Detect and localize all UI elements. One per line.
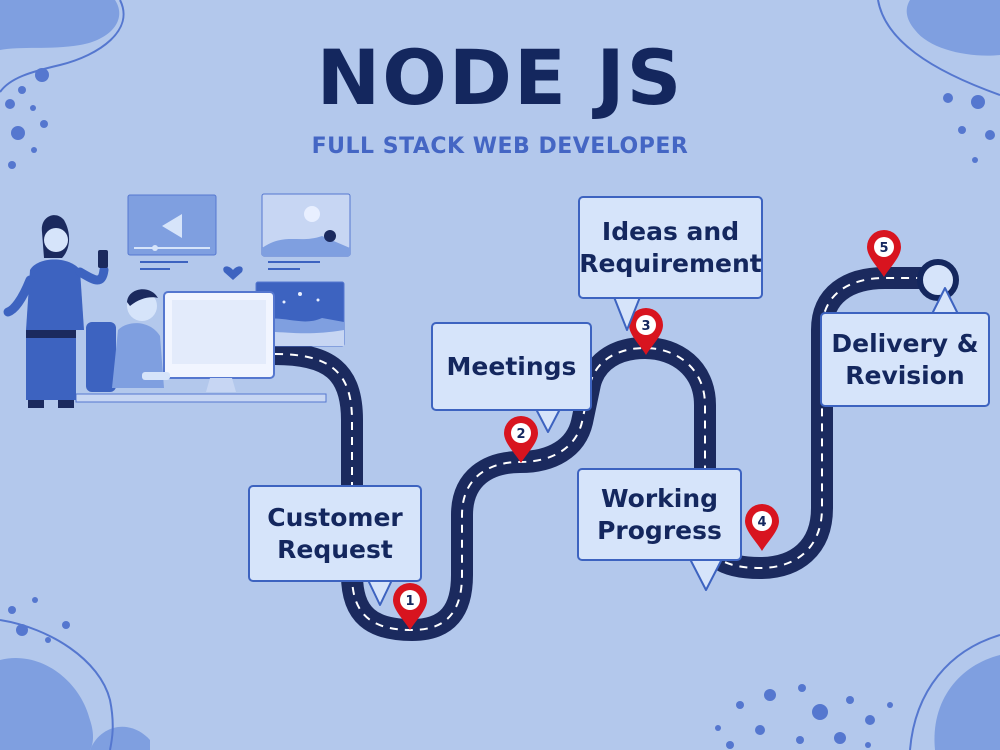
top-right-curve [877, 0, 1000, 96]
page-subtitle: FULL STACK WEB DEVELOPER [311, 134, 689, 159]
step-bubble-delivery-and-revision: Delivery & Revision [820, 312, 990, 407]
road-end-marker [917, 259, 959, 301]
step-4-line-2: Progress [597, 515, 722, 545]
location-pin-5: 5 [867, 230, 901, 277]
pin-number-1: 1 [405, 594, 414, 609]
tail-customer-request [367, 579, 393, 606]
step-2-line-1: Meetings [446, 351, 577, 381]
step-5-line-2: Revision [845, 360, 965, 390]
step-4-line-1: Working [600, 484, 719, 514]
seated-developer [86, 289, 170, 392]
step-bubble-customer-request: Customer Request [248, 485, 422, 582]
bottom-right-blob [934, 655, 1000, 750]
bottom-left-blob-2 [90, 726, 150, 750]
location-pin-4: 4 [745, 504, 779, 551]
developer-illustration [3, 193, 351, 408]
pin-number-2: 2 [516, 427, 525, 442]
step-3-line-2: Requirement [579, 248, 762, 278]
desk [75, 393, 327, 403]
step-bubble-working-progress: Working Progress [577, 468, 742, 561]
tail-ideas [613, 296, 641, 331]
page-title: NODE JS [316, 33, 684, 122]
location-pin-3: 3 [629, 308, 663, 355]
top-left-blob [0, 0, 120, 50]
computer-monitor [163, 291, 275, 392]
step-bubble-ideas-and-requirement: Ideas and Requirement [578, 196, 763, 299]
step-5-line-1: Delivery & [831, 329, 979, 359]
tail-working-progress [689, 558, 723, 591]
bottom-right-curve [909, 634, 1000, 750]
standing-woman [3, 215, 109, 408]
bottom-left-blob [0, 658, 94, 750]
location-pin-1: 1 [393, 583, 427, 630]
pin-number-3: 3 [641, 319, 650, 334]
bubble-tails [367, 287, 959, 606]
video-card [127, 194, 217, 270]
dot-clusters [5, 68, 995, 749]
tail-meetings [535, 408, 561, 433]
location-pins: 1 2 3 4 5 [393, 230, 901, 630]
landscape-card [255, 281, 345, 347]
pin-number-5: 5 [879, 241, 888, 256]
step-bubble-meetings: Meetings [431, 322, 592, 411]
tail-delivery [931, 287, 959, 315]
bottom-left-curve [0, 619, 114, 750]
pin-number-4: 4 [757, 515, 766, 530]
step-1-line-1: Customer [267, 503, 403, 533]
step-3-line-1: Ideas and [601, 217, 740, 247]
heart-icon [223, 266, 243, 280]
road-center-line [274, 277, 940, 632]
top-left-curve [0, 0, 125, 93]
top-right-blob [906, 0, 1000, 56]
image-card [261, 193, 351, 270]
location-pin-2: 2 [504, 416, 538, 463]
play-icon [162, 214, 182, 238]
step-1-line-2: Request [277, 534, 393, 564]
